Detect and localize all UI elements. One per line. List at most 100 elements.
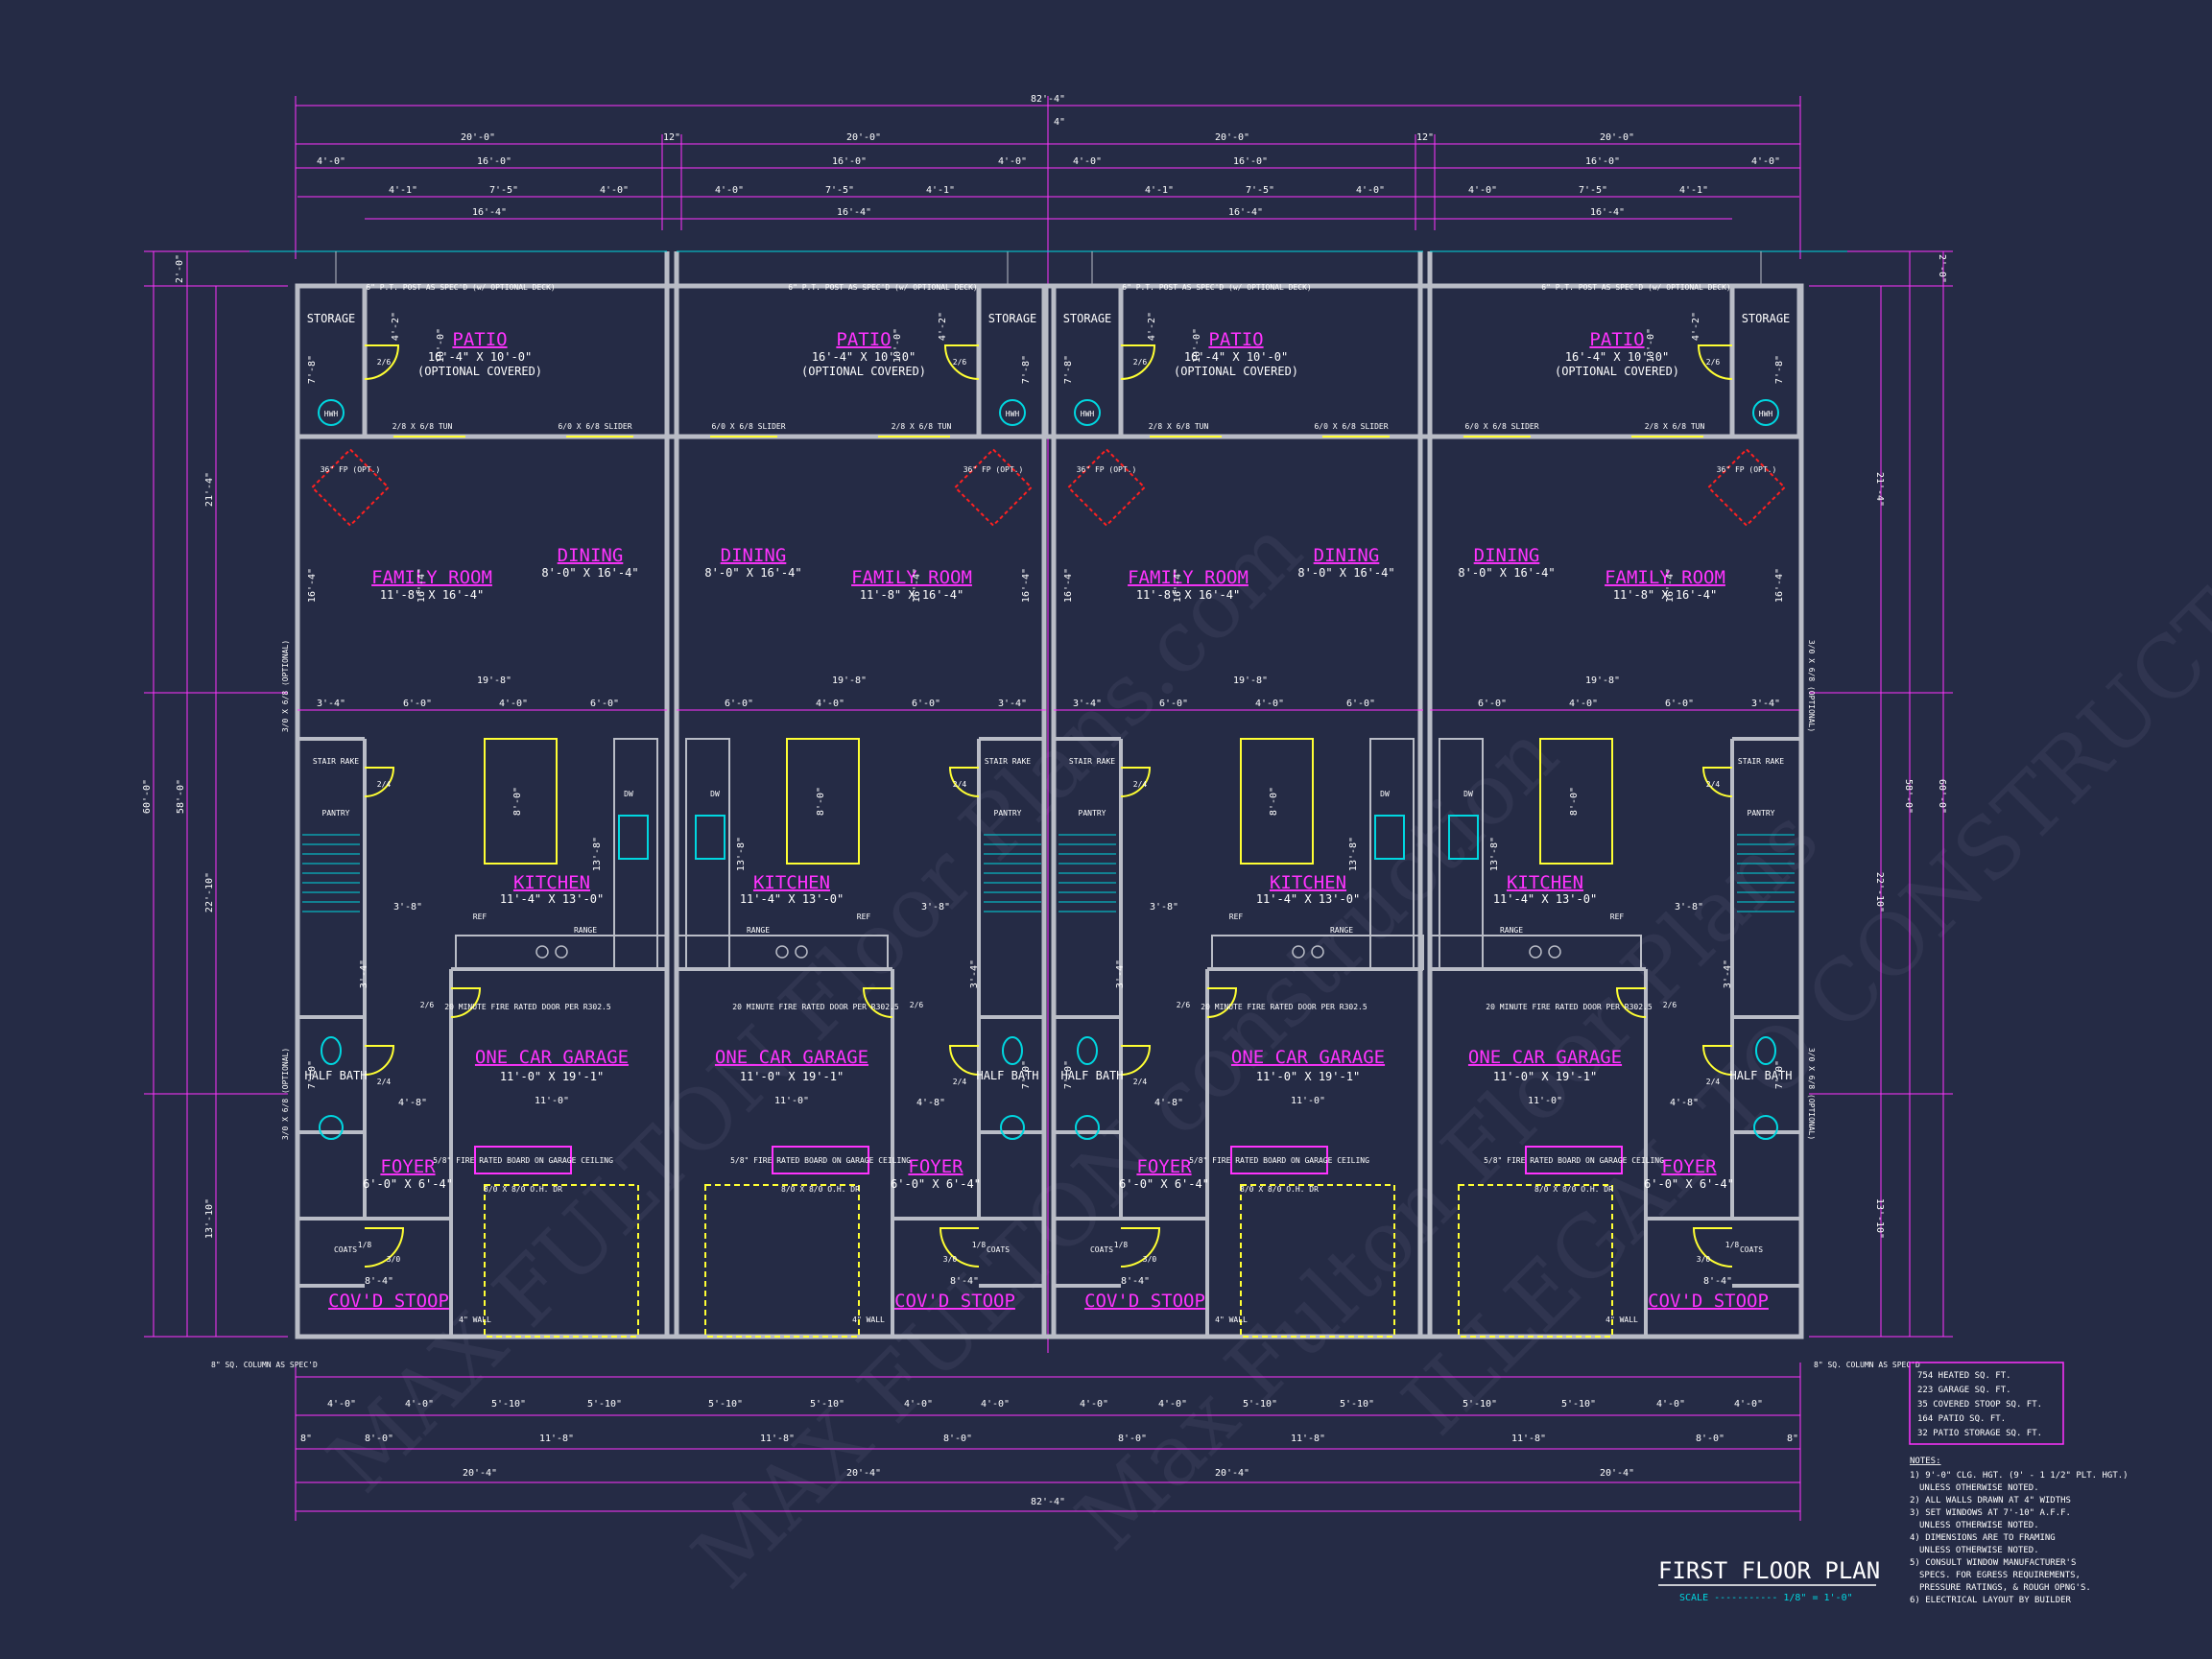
note-line-9: SPECS. FOR EGRESS REQUIREMENTS, [1919, 1571, 2081, 1580]
dim-mid-b: 6'-0" [403, 699, 432, 709]
stair-rake-label: STAIR RAKE [1069, 757, 1115, 766]
pantry-label: PANTRY [1079, 809, 1106, 818]
kitchen-size: 11'-4" X 13'-0" [1493, 892, 1597, 906]
dim-mid-f: 19'-8" [1585, 675, 1620, 686]
area-schedule-box [1909, 1362, 2064, 1445]
dim-top-b: 16'-0" [832, 156, 867, 167]
fireplace-note: 36" FP (OPT.) [963, 465, 1024, 474]
half-bath-label: HALF BATH [976, 1069, 1038, 1082]
dim-vert-d: 7'-8" [1774, 355, 1785, 384]
dining-size: 8'-0" X 16'-4" [1458, 566, 1555, 580]
dim-mid-g: 4'-8" [1670, 1098, 1699, 1108]
dim-mid-h: 11'-0" [1528, 1096, 1562, 1106]
storage-label: STORAGE [1063, 312, 1112, 325]
family-room-label: FAMILY ROOM [1605, 567, 1725, 588]
dim-vert-i: 7'-0" [307, 1060, 318, 1089]
dim-vert-b: 16'-4" [912, 568, 922, 603]
garage-overhead-door [1458, 1184, 1613, 1338]
range-burner [775, 945, 789, 959]
storage-door-swing [943, 344, 980, 380]
dim-vert-d: 7'-8" [1021, 355, 1032, 384]
side-dim-13: 13'-10" [204, 1198, 215, 1239]
dim-mid-f: 19'-8" [1233, 675, 1268, 686]
dim-vert-e: 4'-2" [391, 312, 401, 341]
kitchen-sink [1448, 815, 1479, 860]
side-dim-58: 58'-0" [176, 779, 186, 814]
dim-mid-e: 3'-8" [921, 902, 950, 912]
optional-window-left: 3/0 X 6/8 (OPTIONAL) [281, 640, 290, 732]
notes-title: NOTES: [1910, 1457, 1941, 1466]
patio-label: PATIO [1589, 329, 1644, 350]
dim-top-d: 7'-5" [825, 185, 854, 196]
halfbath-door-swing [364, 1045, 395, 1076]
post-note: 6" P.T. POST AS SPEC'D (w/ OPTIONAL DECK… [1122, 283, 1311, 292]
stair-rake-label: STAIR RAKE [313, 757, 359, 766]
stair-rake-label: STAIR RAKE [1738, 757, 1784, 766]
foyer-label: FOYER [1136, 1156, 1192, 1177]
dim-top-d: 7'-5" [1246, 185, 1274, 196]
storage-label: STORAGE [307, 312, 356, 325]
ref-label: REF [857, 912, 871, 921]
dim-mid-c: 4'-0" [1255, 699, 1284, 709]
optional-window-right: 3/0 X 6/8 (OPTIONAL) [1807, 640, 1816, 732]
side-dim-1: 2'-0" [175, 254, 185, 283]
optional-window-right-2: 3/0 X 6/8 (OPTIONAL) [1807, 1048, 1816, 1140]
patio-label: PATIO [452, 329, 507, 350]
dim-mid-b: 6'-0" [1665, 699, 1694, 709]
b1-dim-7: 4'-0" [904, 1399, 933, 1410]
side-dim-22: 22'-10" [204, 872, 215, 912]
range-burner [1311, 945, 1324, 959]
ohdr-note: 8/0 X 8/0 O.H. DR [484, 1185, 562, 1194]
stoop-label: COV'D STOOP [328, 1291, 449, 1312]
pantry-door-swing [948, 767, 980, 797]
fire-board-box [474, 1146, 572, 1174]
storage-label: STORAGE [1742, 312, 1791, 325]
pantry-label: PANTRY [322, 809, 350, 818]
ohdr-note: 8/0 X 8/0 O.H. DR [781, 1185, 860, 1194]
fireplace [1066, 447, 1147, 528]
range-label: RANGE [574, 926, 597, 935]
patio-size: 16'-4" X 10'-0" [428, 350, 532, 364]
top-total-dim: 82'-4" [1031, 94, 1065, 105]
patio-note: (OPTIONAL COVERED) [417, 365, 542, 378]
dining-label: DINING [1474, 545, 1540, 566]
door-size-front: 3/0 [387, 1255, 401, 1264]
b2-dim-8: 8'-0" [1696, 1434, 1724, 1444]
b3-dim-2: 20'-4" [846, 1468, 881, 1479]
dining-label: DINING [558, 545, 624, 566]
half-bath-label: HALF BATH [1060, 1069, 1123, 1082]
patio-note: (OPTIONAL COVERED) [1555, 365, 1679, 378]
area-patio: 164 PATIO SQ. FT. [1917, 1414, 2006, 1424]
dim-top-c: 4'-1" [1679, 185, 1708, 196]
note-line-2: UNLESS OTHERWISE NOTED. [1919, 1483, 2039, 1493]
door-size-coats: 1/8 [1725, 1241, 1740, 1249]
b2-small-right: 8" [1787, 1434, 1798, 1444]
kitchen-label: KITCHEN [753, 872, 830, 893]
fireplace-note: 36" FP (OPT.) [1717, 465, 1777, 474]
dim-vert-i: 7'-0" [1063, 1060, 1074, 1089]
lavatory-icon [1753, 1115, 1778, 1140]
dining-size: 8'-0" X 16'-4" [541, 566, 638, 580]
general-notes: NOTES: 1) 9'-0" CLG. HGT. (9' - 1 1/2" P… [1910, 1457, 2129, 1605]
column-note-left: 8" SQ. COLUMN AS SPEC'D [211, 1361, 318, 1369]
kitchen-label: KITCHEN [513, 872, 590, 893]
kitchen-counter-range [676, 935, 889, 970]
b2-dim-1: 8'-0" [365, 1434, 393, 1444]
patio-note: (OPTIONAL COVERED) [1174, 365, 1298, 378]
note-line-1: 1) 9'-0" CLG. HGT. (9' - 1 1/2" PLT. HGT… [1910, 1471, 2129, 1481]
kitchen-island [1240, 738, 1314, 865]
garage-overhead-door [484, 1184, 639, 1338]
dim-mid-d: 6'-0" [1478, 699, 1507, 709]
coats-label: COATS [1740, 1245, 1763, 1254]
dim-mid-d: 6'-0" [1346, 699, 1375, 709]
side-dim-58-right: 58'-0" [1903, 779, 1914, 814]
wall-note: 4" WALL [459, 1315, 491, 1324]
dim-vert-c: 10'-0" [1192, 328, 1202, 363]
water-heater-icon [318, 399, 345, 426]
bottom-dimensions [295, 1363, 1801, 1521]
range-label: RANGE [1330, 926, 1353, 935]
post-note: 6" P.T. POST AS SPEC'D (w/ OPTIONAL DECK… [1541, 283, 1730, 292]
garage-overhead-door [704, 1184, 860, 1338]
